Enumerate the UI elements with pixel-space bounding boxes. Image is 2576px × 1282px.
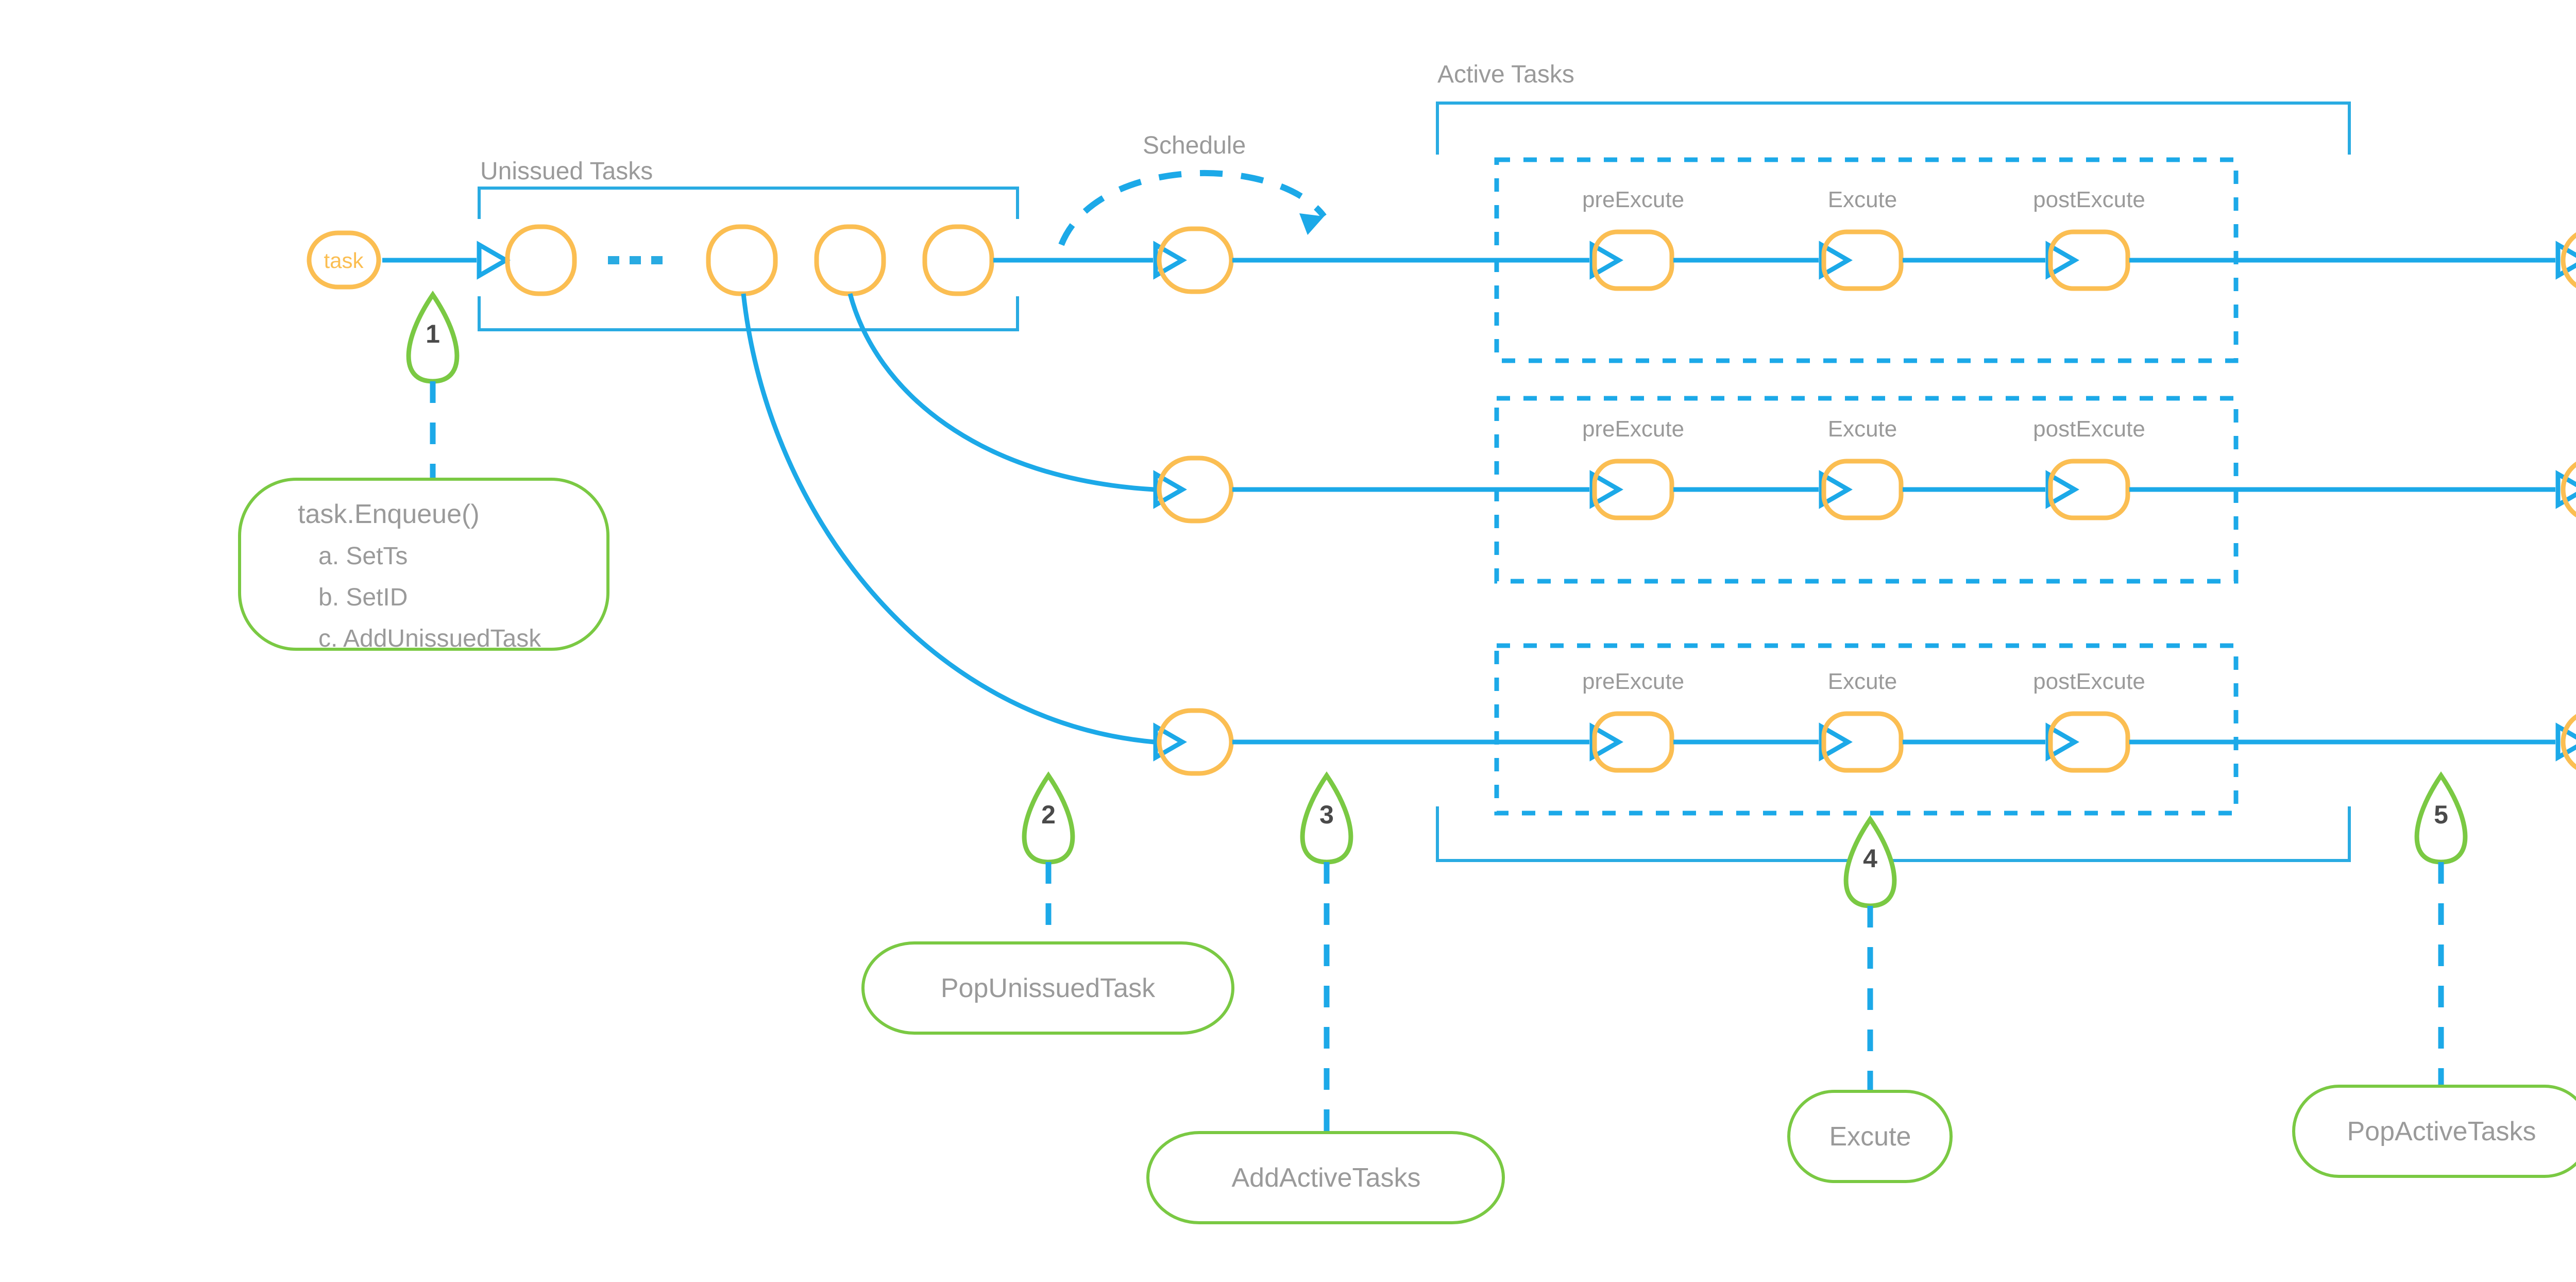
row-1-stage-preexcute-label: preExcute	[1582, 187, 1684, 212]
callout-4-label: Excute	[1829, 1122, 1911, 1152]
row-2-stage-excute-label: Excute	[1828, 416, 1897, 442]
row-1-stage-postexcute-label: postExcute	[2033, 187, 2145, 212]
queue-node-3[interactable]	[814, 224, 886, 296]
marker-4-number: 4	[1863, 844, 1877, 873]
schedule-label: Schedule	[1143, 132, 1246, 159]
source-task-label: task	[324, 248, 364, 273]
active-tasks-bracket	[1436, 102, 2351, 862]
row-1-stage-excute[interactable]: Excute	[1821, 187, 1904, 291]
flow-queue-to-row1	[993, 245, 1182, 276]
callout-5-label: PopActiveTasks	[2347, 1117, 2536, 1146]
row-2-stage-excute[interactable]: Excute	[1821, 416, 1904, 520]
row-2-stage-postexcute-label: postExcute	[2033, 416, 2145, 442]
callout-3-label: AddActiveTasks	[1231, 1163, 1420, 1193]
row-1-stage-preexcute[interactable]: preExcute	[1582, 187, 1684, 291]
callout-2[interactable]: PopUnissuedTask	[861, 941, 1234, 1035]
unissued-tasks-bracket	[478, 187, 1019, 331]
active-tasks-label: Active Tasks	[1437, 61, 1574, 88]
callout-1[interactable]: task.Enqueue() a. SetTs b. SetID c. AddU…	[238, 478, 609, 652]
arrow-task-to-queue	[382, 245, 506, 276]
row-1-schedule-node[interactable]	[1157, 226, 1234, 294]
row-3-stage-postexcute[interactable]: postExcute	[2033, 669, 2145, 773]
row-1-stage-postexcute[interactable]: postExcute	[2033, 187, 2145, 291]
row-3-schedule-node[interactable]	[1157, 708, 1234, 776]
callout-4[interactable]: Excute	[1787, 1090, 1953, 1183]
marker-1-number: 1	[426, 319, 440, 348]
row-3-stage-excute-label: Excute	[1828, 669, 1897, 694]
row-1: preExcute Excute postExcute	[1157, 157, 2576, 363]
flow-queue-to-row2	[848, 293, 1182, 505]
row-3: preExcute Excute postExcute	[1157, 643, 2576, 816]
schedule-dashed-arrow	[1058, 170, 1327, 246]
row-3-stage-excute[interactable]: Excute	[1821, 669, 1904, 773]
row-2-stage-preexcute[interactable]: preExcute	[1582, 416, 1684, 520]
queue-node-2[interactable]	[706, 224, 778, 296]
row-1-stage-excute-label: Excute	[1828, 187, 1897, 212]
row-2-stage-preexcute-label: preExcute	[1582, 416, 1684, 442]
callout-3[interactable]: AddActiveTasks	[1146, 1131, 1505, 1224]
marker-4[interactable]: 4	[1843, 815, 1897, 908]
marker-3-number: 3	[1319, 800, 1334, 829]
callout-1-line-2: a. SetTs	[318, 543, 408, 570]
callout-1-line-1: task.Enqueue()	[298, 499, 480, 529]
unissued-tasks-label: Unissued Tasks	[480, 158, 653, 185]
queue-node-1[interactable]	[505, 224, 577, 296]
row-1-terminal-node[interactable]	[2561, 229, 2576, 291]
marker-1[interactable]: 1	[406, 291, 460, 384]
row-2: preExcute Excute postExcute	[1157, 396, 2576, 584]
queue-node-4[interactable]	[922, 224, 994, 296]
row-3-stage-preexcute-label: preExcute	[1582, 669, 1684, 694]
marker-2-number: 2	[1041, 800, 1056, 829]
row-2-schedule-node[interactable]	[1157, 456, 1234, 524]
marker-2[interactable]: 2	[1022, 771, 1075, 865]
callout-5[interactable]: PopActiveTasks	[2292, 1085, 2576, 1178]
callout-1-line-4: c. AddUnissuedTask	[318, 625, 541, 652]
queue-ellipsis	[608, 256, 663, 264]
marker-5-number: 5	[2434, 800, 2448, 829]
source-task-node[interactable]: task	[307, 230, 381, 290]
row-3-terminal-node[interactable]	[2561, 711, 2576, 773]
marker-5[interactable]: 5	[2414, 771, 2468, 865]
marker-3[interactable]: 3	[1300, 771, 1353, 865]
row-2-terminal-node[interactable]	[2561, 459, 2576, 520]
row-3-stage-postexcute-label: postExcute	[2033, 669, 2145, 694]
flow-queue-to-row3	[741, 293, 1182, 757]
schedule-arrowhead	[1299, 213, 1324, 235]
callout-1-line-3: b. SetID	[318, 584, 408, 611]
callout-2-label: PopUnissuedTask	[941, 973, 1156, 1003]
row-3-stage-preexcute[interactable]: preExcute	[1582, 669, 1684, 773]
row-2-stage-postexcute[interactable]: postExcute	[2033, 416, 2145, 520]
